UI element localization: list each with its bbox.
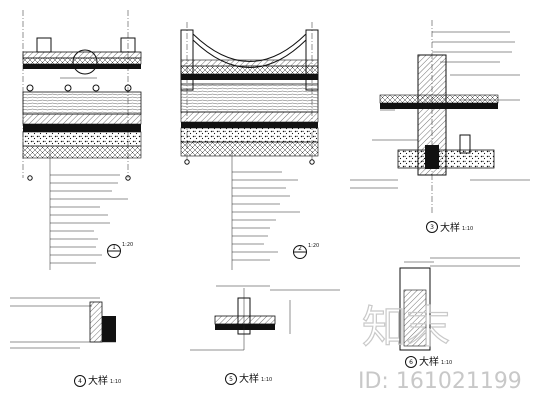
svg-text:1:10: 1:10 — [462, 226, 473, 232]
svg-text:2: 2 — [298, 245, 302, 252]
detail-2-arch-section: 2 1:20 — [180, 22, 319, 270]
svg-text:1:20: 1:20 — [308, 243, 319, 249]
detail-6-tag: 6 大样 1:10 — [405, 355, 452, 368]
watermark-id: ID: 161021199 — [358, 369, 522, 394]
detail-5-bolt: 5 大样 1:10 — [190, 285, 340, 385]
detail-2-tag: 2 1:20 — [293, 243, 319, 259]
detail-6-cap: 6 大样 1:10 — [399, 257, 520, 368]
svg-text:大样: 大样 — [440, 221, 460, 234]
svg-text:3: 3 — [430, 224, 434, 231]
svg-text:6: 6 — [409, 359, 413, 366]
detail-4-tag: 4 大样 1:10 — [74, 374, 121, 387]
svg-text:大样: 大样 — [419, 355, 439, 368]
detail-5-tag: 5 大样 1:10 — [225, 372, 272, 385]
detail-4-edge: 4 大样 1:10 — [10, 297, 121, 387]
detail-3-tag: 3 大样 1:10 — [426, 221, 473, 234]
svg-text:4: 4 — [78, 378, 82, 385]
svg-text:大样: 大样 — [239, 372, 259, 385]
svg-text:1: 1 — [112, 244, 116, 251]
watermark-logo: 知末 — [362, 302, 450, 353]
svg-text:5: 5 — [229, 376, 233, 383]
watermark: 知末 ID: 161021199 — [358, 301, 522, 394]
svg-text:大样: 大样 — [88, 374, 108, 387]
detail-3-connection: 3 大样 1:10 — [350, 20, 530, 234]
svg-text:1:20: 1:20 — [122, 242, 133, 248]
svg-text:1:10: 1:10 — [110, 379, 121, 385]
svg-text:1:10: 1:10 — [261, 377, 272, 383]
detail-1-deck-section: 1 1:20 — [22, 10, 142, 270]
detail-1-tag: 1 1:20 — [107, 242, 133, 258]
svg-text:1:10: 1:10 — [441, 360, 452, 366]
